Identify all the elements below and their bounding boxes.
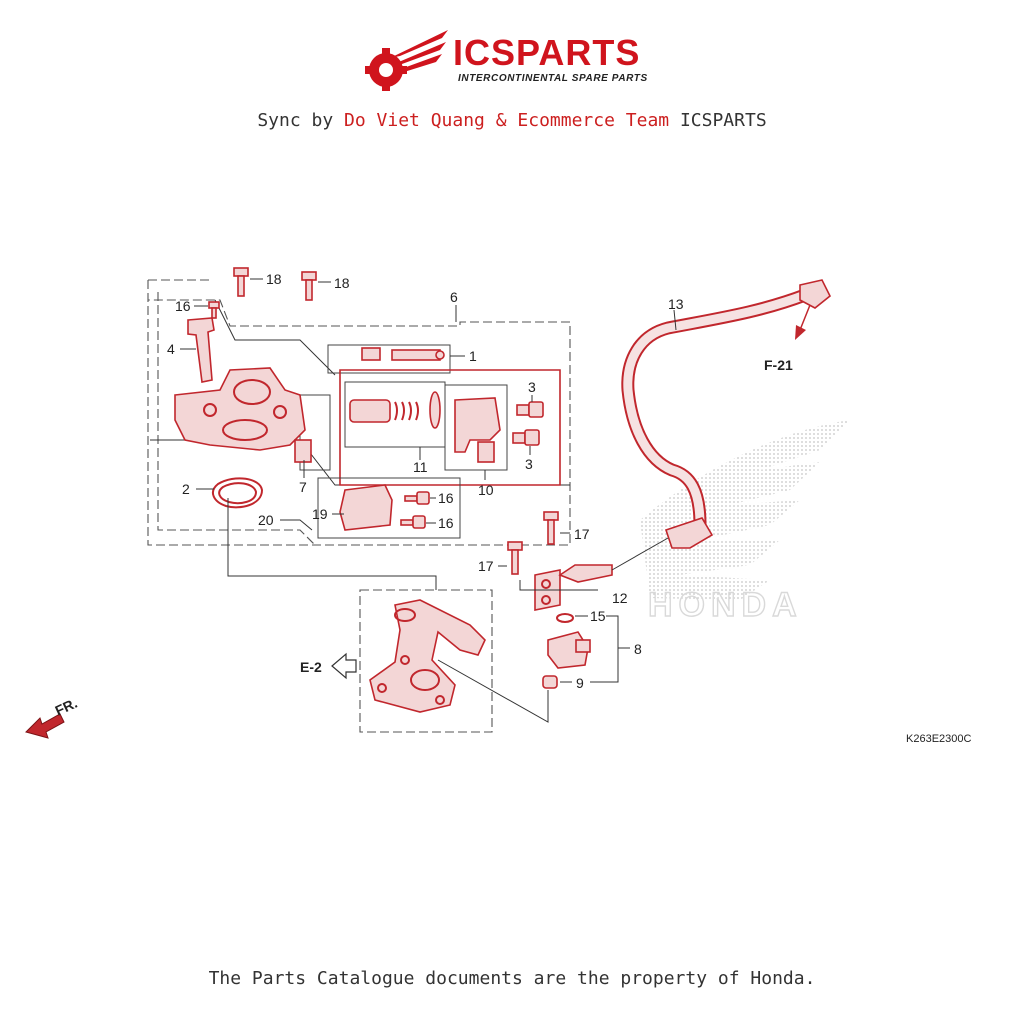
label-part-8: 8 <box>634 641 642 657</box>
e2-reference: E-2 <box>300 652 357 680</box>
sync-credit: Sync by Do Viet Quang & Ecommerce Team I… <box>0 110 1024 131</box>
part-1-pin <box>361 347 445 361</box>
ref-f21: F-21 <box>764 357 793 373</box>
label-part-2: 2 <box>182 481 190 497</box>
honda-wing-watermark: HONDA <box>640 420 850 625</box>
part-2-gasket <box>211 477 264 509</box>
part-13-fuel-hose <box>621 279 832 549</box>
label-part-20: 20 <box>258 512 274 528</box>
sync-highlight: Do Viet Quang & Ecommerce Team <box>344 110 670 131</box>
label-part-1: 1 <box>469 348 477 364</box>
hose-connect-line <box>611 537 669 571</box>
manifold-box <box>359 589 493 733</box>
label-part-4: 4 <box>167 341 175 357</box>
part-8-injector <box>547 631 591 669</box>
box-part-1 <box>327 344 451 374</box>
part-18-bolts <box>233 267 317 301</box>
leader-bracket-8 <box>590 615 619 683</box>
label-part-17b: 17 <box>478 558 494 574</box>
label-part-7: 7 <box>299 479 307 495</box>
part-19-cover <box>339 484 393 531</box>
part-11-plunger-spring <box>349 391 441 429</box>
label-part-16c: 16 <box>438 515 454 531</box>
label-part-11: 11 <box>413 459 428 475</box>
part-12-fuel-joint <box>534 564 613 611</box>
logo-name: ICSPARTS <box>453 32 641 73</box>
label-part-6: 6 <box>450 289 458 305</box>
label-part-16b: 16 <box>438 490 454 506</box>
ref-e2: E-2 <box>300 659 322 675</box>
label-part-10: 10 <box>478 482 494 498</box>
part-4-bracket <box>187 317 215 383</box>
diagram-code: K263E2300C <box>906 733 971 745</box>
bracket-line <box>214 299 336 376</box>
leader-12 <box>519 580 598 591</box>
f21-reference: F-21 <box>764 304 811 373</box>
label-part-18b: 18 <box>334 275 350 291</box>
part-3-screws <box>512 401 544 446</box>
injector-leader <box>437 659 549 723</box>
sync-prefix: Sync by <box>257 110 345 131</box>
ref-fr: FR. <box>53 695 80 719</box>
icsparts-logo: ICSPARTS INTERCONTINENTAL SPARE PARTS <box>360 26 670 96</box>
part-16-bolts-lower <box>400 491 430 529</box>
assembly-frame <box>339 369 561 486</box>
watermark-text: HONDA <box>648 586 803 624</box>
part-16-bolt-top <box>208 301 220 319</box>
part-17-bolts <box>507 511 559 575</box>
intake-manifold <box>369 599 486 713</box>
part-7-throttle-body <box>174 367 331 471</box>
part-15-oring <box>556 613 574 623</box>
label-part-3a: 3 <box>528 379 536 395</box>
inner-dashed-frame <box>157 292 316 546</box>
label-part-9: 9 <box>576 675 584 691</box>
label-part-18a: 18 <box>266 271 282 287</box>
label-part-19: 19 <box>312 506 328 522</box>
label-part-15: 15 <box>590 608 606 624</box>
connector-line-gasket <box>227 498 437 590</box>
label-part-16a: 16 <box>175 298 191 314</box>
part-10-actuator <box>454 397 501 463</box>
label-part-17a: 17 <box>574 526 590 542</box>
footer-notice: The Parts Catalogue documents are the pr… <box>208 968 816 989</box>
leader-13 <box>673 309 677 331</box>
logo-subtitle: INTERCONTINENTAL SPARE PARTS <box>458 73 648 84</box>
label-part-12: 12 <box>612 590 628 606</box>
outer-dashed-frame <box>147 279 571 546</box>
winged-gear-icon <box>365 30 448 91</box>
label-part-3b: 3 <box>525 456 533 472</box>
leader-20 <box>280 519 313 531</box>
box-part-19 <box>317 477 461 539</box>
part-9-seal <box>542 675 558 689</box>
sync-suffix: ICSPARTS <box>669 110 767 131</box>
label-part-13: 13 <box>668 296 684 312</box>
front-direction-arrow: FR. <box>25 695 80 739</box>
box-part-10 <box>444 384 508 471</box>
